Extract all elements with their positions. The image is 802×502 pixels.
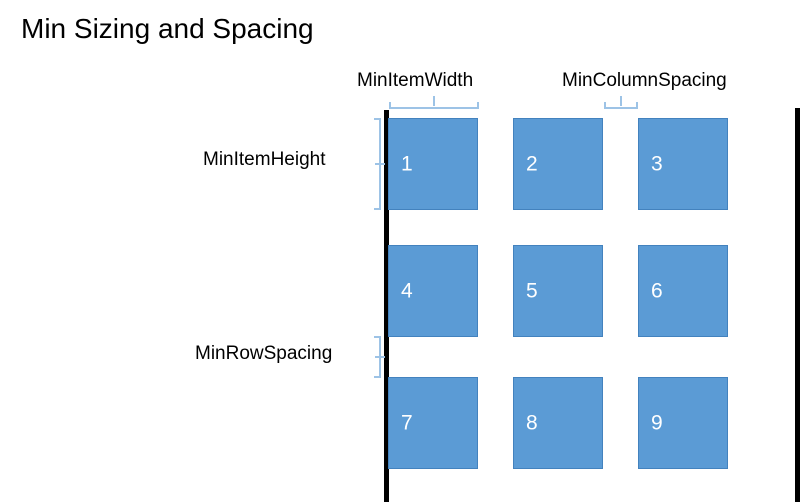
grid-item[interactable]: 4 (388, 245, 478, 337)
brace-min-row-spacing (372, 336, 385, 378)
grid-item-label: 6 (651, 279, 663, 303)
label-min-item-width: MinItemWidth (357, 70, 474, 91)
brace-cap-left (604, 102, 606, 109)
grid-item-label: 2 (526, 152, 538, 176)
grid-item-label: 4 (401, 279, 413, 303)
brace-cap-right (477, 102, 479, 109)
grid-item[interactable]: 1 (388, 118, 478, 210)
brace-min-item-height (372, 118, 385, 210)
grid-item-label: 8 (526, 411, 538, 435)
grid-item[interactable]: 9 (638, 377, 728, 469)
grid-item[interactable]: 8 (513, 377, 603, 469)
brace-tick (375, 356, 385, 358)
brace-tick (433, 96, 435, 106)
brace-tick (620, 96, 622, 106)
brace-cap-right (636, 102, 638, 109)
label-min-row-spacing: MinRowSpacing (195, 343, 333, 364)
brace-cap-top (374, 336, 381, 338)
grid-item[interactable]: 7 (388, 377, 478, 469)
brace-cap-top (374, 118, 381, 120)
brace-min-item-width (389, 96, 479, 109)
brace-cap-bottom (374, 376, 381, 378)
brace-cap-left (389, 102, 391, 109)
brace-tick (375, 163, 385, 165)
brace-cap-bottom (374, 208, 381, 210)
grid-item-label: 1 (401, 152, 413, 176)
grid-item[interactable]: 2 (513, 118, 603, 210)
grid-item[interactable]: 6 (638, 245, 728, 337)
grid-item-label: 3 (651, 152, 663, 176)
grid-item-label: 7 (401, 411, 413, 435)
brace-min-column-spacing (604, 96, 638, 109)
brace-bar (389, 107, 479, 109)
label-min-column-spacing: MinColumnSpacing (562, 70, 727, 91)
container-left-edge (384, 110, 389, 502)
grid-item[interactable]: 3 (638, 118, 728, 210)
grid-item-label: 5 (526, 279, 538, 303)
label-min-item-height: MinItemHeight (203, 149, 326, 170)
grid-item[interactable]: 5 (513, 245, 603, 337)
container-right-edge (795, 108, 800, 502)
brace-bar (604, 107, 638, 109)
grid-item-label: 9 (651, 411, 663, 435)
page-title: Min Sizing and Spacing (21, 13, 314, 44)
